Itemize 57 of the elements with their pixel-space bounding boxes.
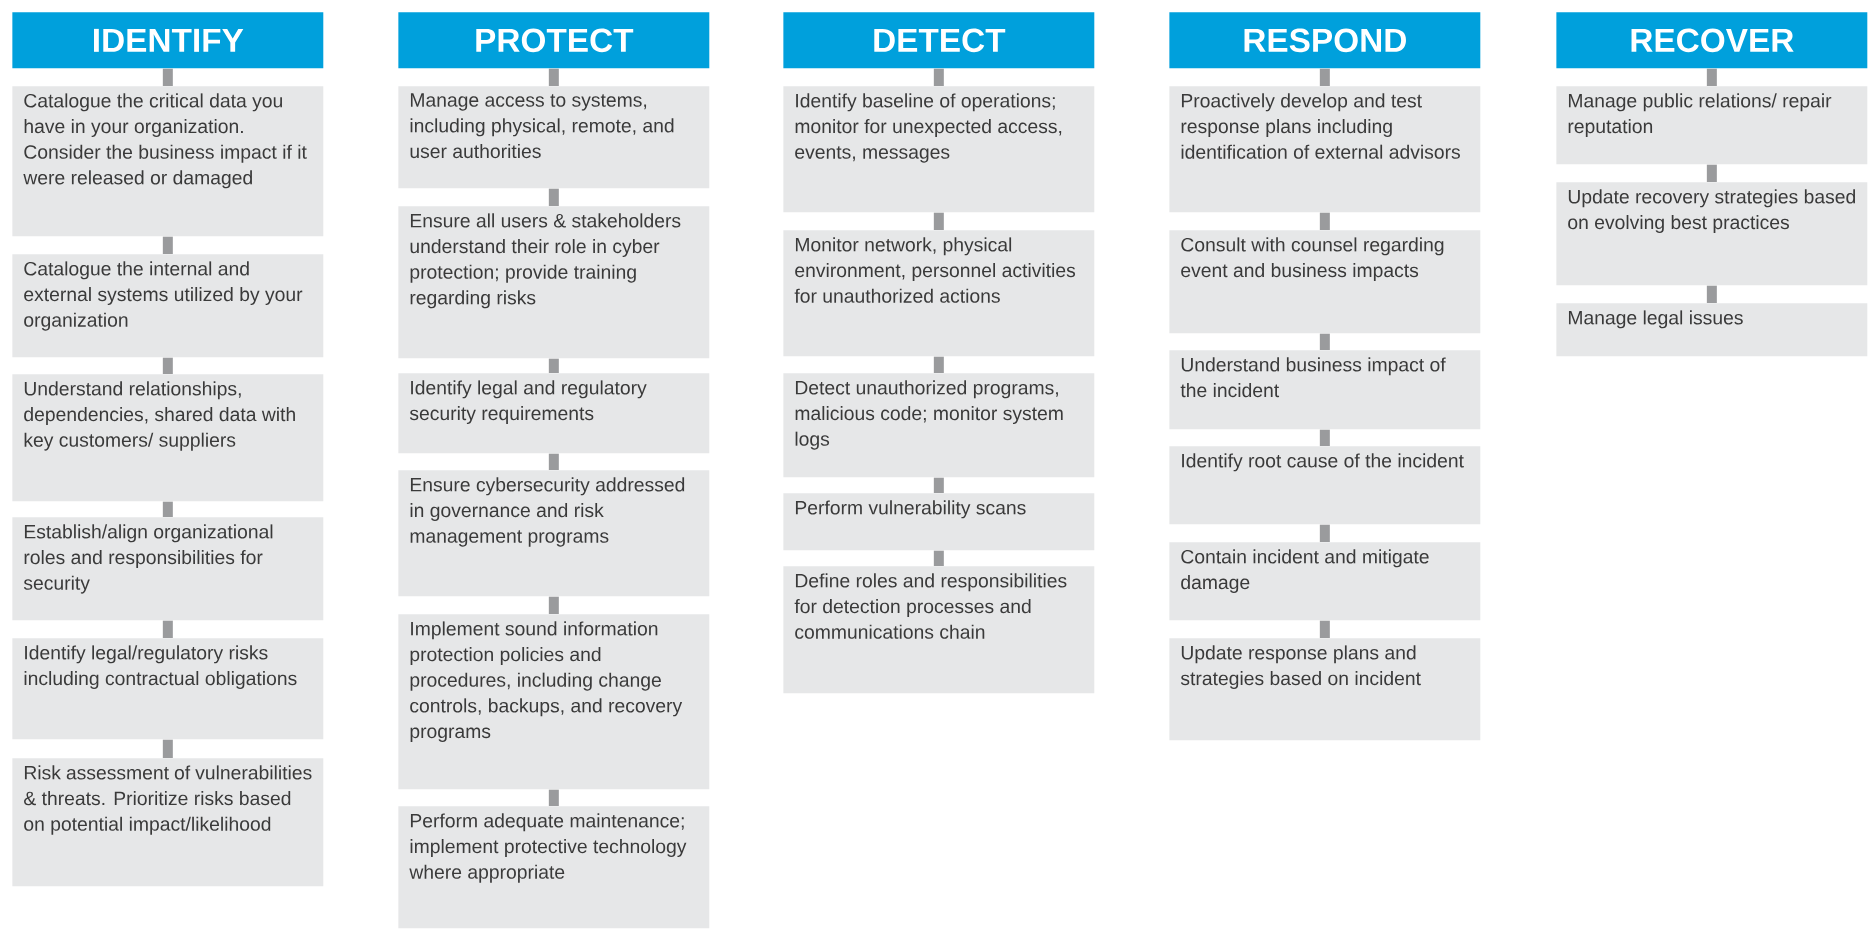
text-box: Understand relationships, dependencies, shared data with key customers/ suppliers (12, 374, 324, 502)
connector (162, 501, 173, 517)
connector (1706, 164, 1717, 182)
connector (162, 739, 173, 758)
text-box: Consult with counsel regarding event and business impacts (1169, 230, 1481, 334)
text-box: Identify legal and regulatory security requirements (398, 373, 710, 454)
connector (933, 68, 944, 86)
connector (933, 212, 944, 230)
text-box: Define roles and responsibilities for detection processes and communications chain (783, 566, 1095, 694)
text-box: Detect unauthorized programs, malicious code; monitor system logs (783, 373, 1095, 478)
connector (548, 358, 559, 373)
text-box: Establish/align organizational roles and responsibilities for security (12, 517, 324, 621)
text-box: Implement sound information protection policies and procedures, including change controls, backups, and recovery programs (398, 614, 710, 790)
text-box: Contain incident and mitigate damage (1169, 542, 1481, 621)
text-box: Perform adequate maintenance; implement protective technology where appropriate (398, 806, 710, 929)
text-box: Risk assessment of vulnerabilities & threats. Prioritize risks based on potential impact/likelihood (12, 758, 324, 887)
text-box: Catalogue the critical data you have in your organization. Consider the business impact if it were released or damaged (12, 86, 324, 237)
connector (162, 236, 173, 254)
text-box: Monitor network, physical environment, personnel activities for unauthorized actions (783, 230, 1095, 357)
connector (548, 596, 559, 614)
connector (933, 356, 944, 373)
connector (1319, 524, 1330, 542)
text-box: Identify baseline of operations; monitor for unexpected access, events, messages (783, 86, 1095, 213)
connector (1319, 620, 1330, 638)
header-box: PROTECT (398, 12, 710, 69)
text-box: Manage public relations/ repair reputation (1556, 86, 1868, 165)
text-box: Identify legal/regulatory risks including contractual obligations (12, 638, 324, 740)
text-box: Perform vulnerability scans (783, 493, 1095, 551)
connector (1319, 68, 1330, 86)
text-box: Identify root cause of the incident (1169, 446, 1481, 525)
connector (1319, 429, 1330, 446)
text-box: Update response plans and strategies based on incident (1169, 638, 1481, 741)
text-box: Manage access to systems, including physical, remote, and user authorities (398, 86, 710, 189)
connector (1706, 68, 1717, 86)
header-box: DETECT (783, 12, 1095, 69)
connector (548, 188, 559, 206)
connector (1706, 285, 1717, 303)
text-box: Update recovery strategies based on evolving best practices (1556, 182, 1868, 286)
connector (548, 68, 559, 86)
connector (933, 477, 944, 493)
header-box: RECOVER (1556, 12, 1868, 69)
connector (933, 550, 944, 566)
text-box: Catalogue the internal and external systems utilized by your organization (12, 254, 324, 358)
connector (162, 357, 173, 374)
text-box: Manage legal issues (1556, 303, 1868, 357)
text-box: Ensure cybersecurity addressed in governance and risk management programs (398, 470, 710, 597)
text-box: Proactively develop and test response plans including identification of external advisors (1169, 86, 1481, 213)
connector (162, 68, 173, 86)
text-box: Understand business impact of the incident (1169, 350, 1481, 430)
header-box: RESPOND (1169, 12, 1481, 69)
connector (162, 620, 173, 638)
text-box: Ensure all users & stakeholders understand their role in cyber protection; provide training regarding risks (398, 206, 710, 359)
header-box: IDENTIFY (12, 12, 324, 69)
connector (1319, 333, 1330, 350)
connector (1319, 212, 1330, 230)
connector (548, 453, 559, 470)
connector (548, 789, 559, 806)
